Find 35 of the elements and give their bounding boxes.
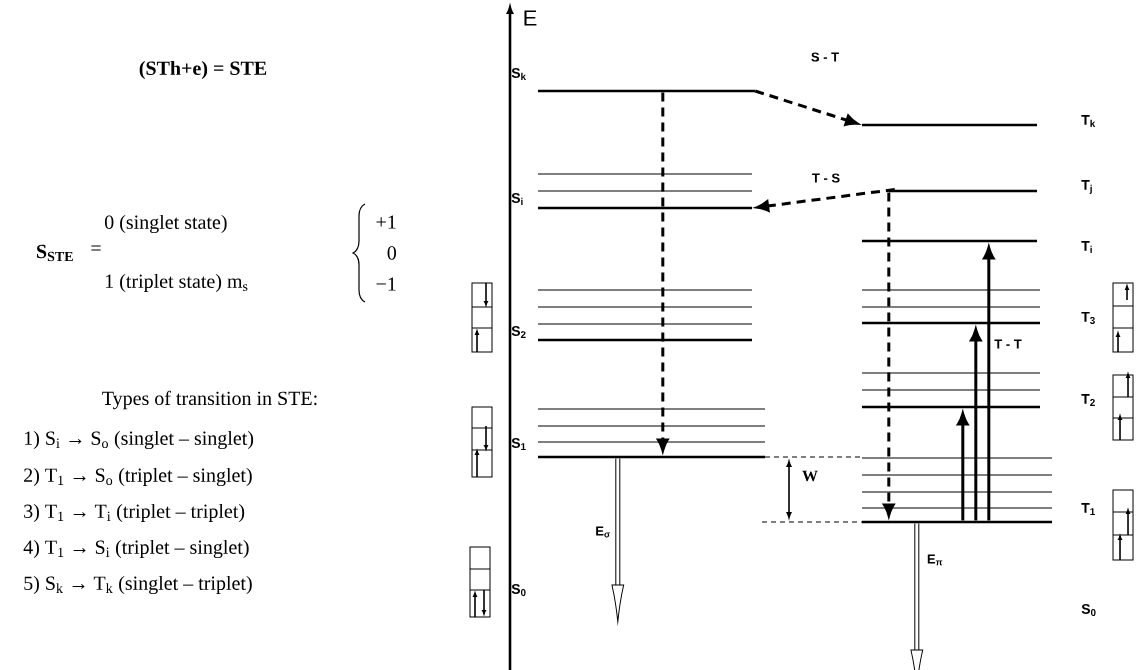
edge-label: T - T <box>993 338 1023 350</box>
level-label: S$_{1}$ <box>511 438 526 450</box>
level-label: S$_{i}$ <box>511 193 523 205</box>
text-line: 0 (singlet state) <box>104 214 227 234</box>
edge-label: E$_{π}$ <box>925 553 945 567</box>
level-label: T$_{1}$ <box>1081 503 1095 515</box>
text-line: 3) T$_{1}$ → T$_{i}$ (triplet – triplet) <box>24 503 245 523</box>
text-line: 0 <box>387 246 397 260</box>
level-label: S$_{0}$ <box>1081 603 1096 616</box>
text-line: = <box>91 245 101 251</box>
formula-text: (STh+e) = STE <box>139 60 267 80</box>
level-label: T$_{3}$ <box>1081 312 1095 324</box>
level-label: T$_{2}$ <box>1081 394 1095 406</box>
edge-label: T - S <box>810 172 842 184</box>
text-line: 1 (triplet state) m$_{s}$ <box>105 273 248 293</box>
level-label: T$_{i}$ <box>1081 241 1092 253</box>
text-line: 5) S$_{k}$ → T$_{k}$ (singlet – triplet) <box>24 575 252 595</box>
level-label: T$_{k}$ <box>1081 115 1096 127</box>
edge-label: E$_{σ}$ <box>594 525 612 539</box>
axis-label: E <box>524 10 537 26</box>
text-line: 1) S$_{i}$ → S$_{o}$ (singlet – singlet) <box>24 430 254 450</box>
level-label: T$_{j}$ <box>1081 180 1092 194</box>
level-label: S$_{k}$ <box>511 68 526 80</box>
edge-label: S - T <box>809 51 841 63</box>
text-line: −1 <box>376 277 396 291</box>
hollow-arrow <box>611 458 625 623</box>
text-line: Types of transition in STE: <box>102 390 317 410</box>
dimension-label: W <box>802 470 818 482</box>
text-line: +1 <box>376 215 396 229</box>
text-line: 4) T$_{1}$ → S$_{i}$ (triplet – singlet) <box>23 539 249 559</box>
level-label: S$_{2}$ <box>511 326 526 338</box>
text-line: 2) T$_{1}$ → S$_{o}$ (triplet – singlet) <box>24 467 252 487</box>
hollow-arrow <box>910 523 924 670</box>
level-label: S$_{0}$ <box>511 583 526 596</box>
formula-text: S$_{STE}$ <box>37 244 73 262</box>
